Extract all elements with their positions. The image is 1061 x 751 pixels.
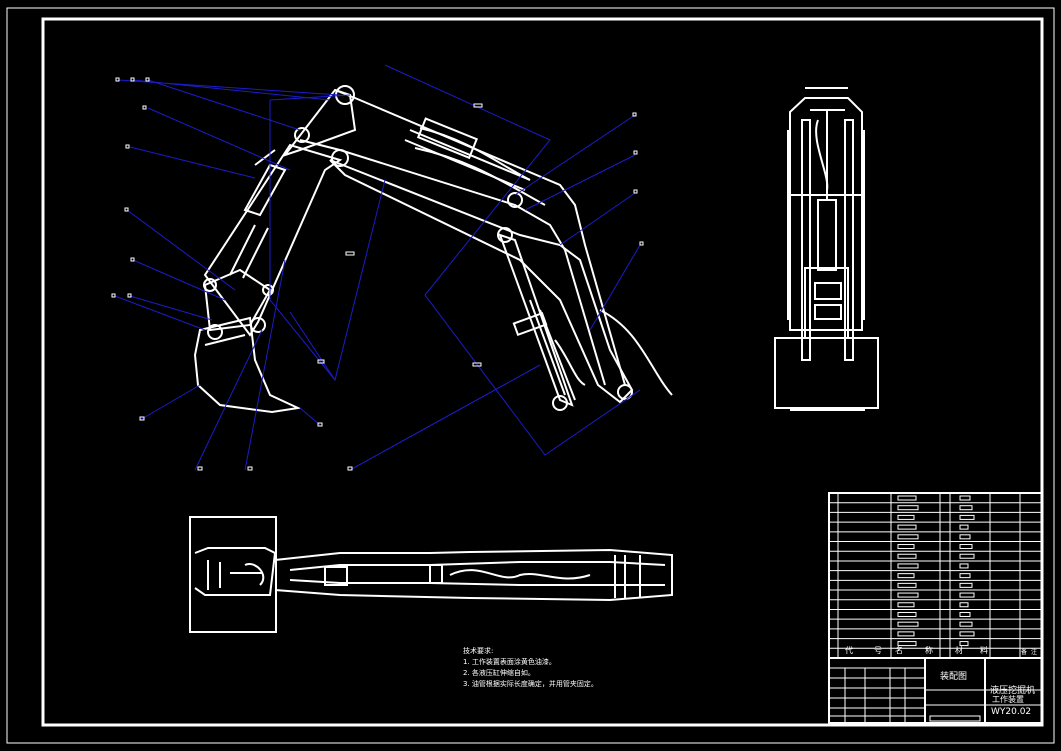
parts-row-material-mark [959, 631, 975, 637]
parts-row-name-mark [897, 602, 915, 608]
parts-row-name-mark [897, 505, 919, 511]
parts-row-name-mark [897, 495, 917, 501]
title-block-lower [829, 658, 1042, 723]
column-header-code-2: 号 [874, 646, 882, 655]
parts-row-material-mark [959, 534, 971, 540]
parts-row-name-mark [897, 582, 917, 588]
parts-row-material-mark [959, 621, 973, 627]
parts-row-material-mark [959, 582, 973, 588]
outer-border [6, 7, 1055, 744]
front-view [774, 87, 879, 411]
product-name-line2: 工作装置 [992, 695, 1024, 704]
title-block [828, 492, 1043, 724]
inner-frame [41, 17, 1044, 727]
parts-row-material-mark [959, 505, 973, 511]
top-view [189, 516, 673, 633]
parts-row-name-mark [897, 592, 919, 598]
parts-row-material-mark [959, 641, 969, 647]
parts-row-name-mark [897, 524, 917, 530]
column-header-code-1: 代 [845, 646, 853, 655]
parts-row-name-mark [897, 544, 915, 550]
parts-row-material-mark [959, 553, 975, 559]
parts-row-name-mark [897, 563, 919, 569]
column-header-name-1: 名 [895, 646, 903, 655]
column-header-name-2: 称 [925, 646, 933, 655]
parts-row-material-mark [959, 573, 971, 579]
parts-row-name-mark [897, 611, 917, 617]
callout-balloons [111, 77, 644, 471]
parts-row-material-mark [959, 563, 969, 569]
parts-row-name-mark [897, 641, 917, 647]
title-block-parts-rows [829, 495, 1042, 649]
drawing-type-label: 装配图 [940, 672, 968, 682]
column-header-material-1: 材 [955, 646, 963, 655]
parts-row-name-mark [897, 631, 915, 637]
drawing-number: WY20.02 [991, 707, 1032, 717]
parts-row-name-mark [897, 621, 919, 627]
note-item-3: 3. 油管根据实际长度确定，并用管夹固定。 [463, 680, 598, 688]
parts-row-name-mark [897, 534, 919, 540]
column-header-material-2: 料 [980, 646, 988, 655]
note-item-2: 2. 各液压缸伸缩自如。 [463, 669, 535, 677]
parts-row-material-mark [959, 524, 969, 530]
notes-title: 技术要求: [463, 647, 494, 655]
note-item-1: 1. 工作装置表面涂黄色油漆。 [463, 658, 556, 666]
parts-row-material-mark [959, 611, 971, 617]
column-header-remark-2: 注 [1031, 649, 1038, 656]
callout-leader-lines [114, 64, 641, 471]
parts-row-material-mark [959, 592, 975, 598]
parts-row-material-mark [959, 602, 969, 608]
technical-requirements: 技术要求: 1. 工作装置表面涂黄色油漆。 2. 各液压缸伸缩自如。 3. 油管… [463, 646, 598, 690]
parts-row-material-mark [959, 544, 973, 550]
side-view-excavator-arm [193, 85, 673, 414]
parts-row-material-mark [959, 514, 975, 520]
parts-row-name-mark [897, 514, 915, 520]
column-header-remark-1: 备 [1021, 649, 1028, 656]
parts-row-material-mark [959, 495, 971, 501]
parts-row-name-mark [897, 553, 917, 559]
product-name-line1: 液压挖掘机 [990, 686, 1036, 696]
parts-row-name-mark [897, 573, 915, 579]
